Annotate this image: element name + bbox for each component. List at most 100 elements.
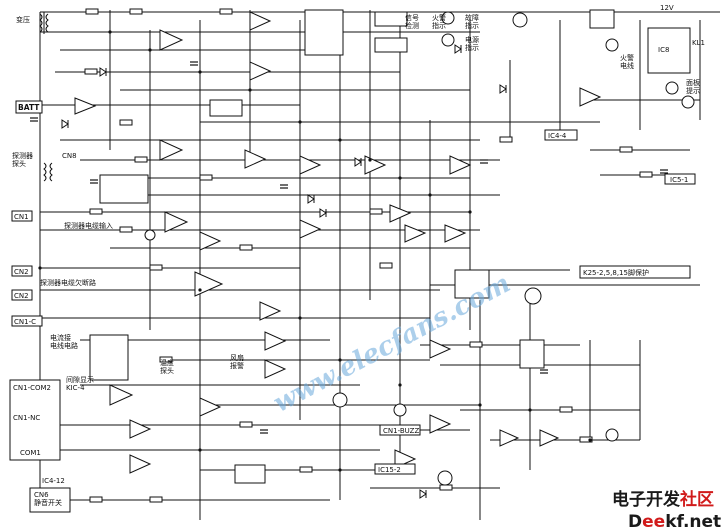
op-amp-ic25 <box>429 414 452 434</box>
label-cn1-nc: CN1-NC <box>13 414 40 422</box>
op-amp-ic6 <box>244 149 267 169</box>
ic-k13 <box>589 9 615 29</box>
op-amp-ic16 <box>194 271 224 297</box>
op-amp-ic26 <box>499 429 520 447</box>
label-ic15-2: IC15-2 <box>378 466 401 474</box>
watermark-en-1: D <box>628 512 642 532</box>
op-amp-ic13 <box>389 204 412 223</box>
op-amp-ic10 <box>164 211 189 233</box>
op-amp-ic8 <box>364 155 387 175</box>
label-signal-in: 信号检测 <box>405 13 419 30</box>
transistor-fan <box>524 287 542 305</box>
label-com1: COM1 <box>20 449 41 457</box>
capacitors <box>30 61 668 434</box>
label-ic4-4: IC4-4 <box>548 132 567 140</box>
led-power <box>441 33 455 47</box>
ic-gate-a <box>374 11 408 27</box>
diodes <box>61 44 507 499</box>
label-temp-sensor: 温度探头 <box>160 358 174 375</box>
op-amp-ic23 <box>129 454 152 474</box>
watermark-corner: 电子开发社区 Deekf.net <box>612 489 721 532</box>
op-amp-ic4 <box>249 61 272 81</box>
label-ic5-1: IC5-1 <box>670 176 688 184</box>
label-fire-detect: 火警电线 <box>620 53 634 70</box>
label-k25-protect: K25-2,5,8,15脚保护 <box>583 268 649 277</box>
label-transformer: 变压 <box>16 15 30 24</box>
label-cn1-buzz: CN1-BUZZ <box>383 427 419 435</box>
ic-probe-amp <box>99 174 149 204</box>
label-power-indicator: 电源指示 <box>465 35 479 52</box>
op-amp-ic28 <box>579 87 602 107</box>
op-amp-ic24 <box>429 339 452 359</box>
op-amp-ic17 <box>259 301 282 321</box>
transistor-q6 <box>605 428 619 442</box>
transistor-q2 <box>605 38 619 52</box>
op-amp-ic12 <box>299 219 322 239</box>
ic-ic1 <box>89 334 129 381</box>
label-fault-indicator: 故障指示 <box>465 13 479 30</box>
svg-text:Deekf.net: Deekf.net <box>628 512 721 532</box>
label-probe-head: 探测器探头 <box>12 151 33 168</box>
label-kl1: KL1 <box>692 39 705 47</box>
watermark-cn-1: 电子开发 <box>612 489 681 510</box>
led-panel <box>665 81 679 95</box>
schematic-labels: 变压 BATT 探测器探头 CN8 CN1 探测器电缆输入 CN2 CN2 探测… <box>12 4 705 507</box>
label-wind-speed: 电流接电线电路 <box>50 333 78 350</box>
watermark-en-2: ee <box>642 512 665 532</box>
op-amp-ic15 <box>444 224 467 243</box>
label-cn2-top: CN2 <box>14 268 29 276</box>
ic-k26 <box>519 339 545 369</box>
label-cn1-1: CN1 <box>14 213 29 221</box>
op-amp-ic19 <box>264 359 287 379</box>
label-fire-fault: 风扇报警 <box>230 353 244 370</box>
ic-blocks <box>89 9 691 484</box>
resistors <box>84 8 653 503</box>
op-amp-ic7 <box>299 155 322 175</box>
watermark-en-3: kf <box>665 512 684 532</box>
svg-text:电子开发社区: 电子开发社区 <box>612 489 714 510</box>
label-fire-alarm: 火警指示 <box>432 13 446 30</box>
ic-gate-c <box>209 99 243 117</box>
op-amp-ic9 <box>449 155 472 175</box>
label-cn1-com2: CN1-COM2 <box>13 384 51 392</box>
op-amp-ic11 <box>199 231 222 251</box>
label-12v: 12V <box>660 4 674 12</box>
label-cn8: CN8 <box>62 152 77 160</box>
label-batt: BATT <box>18 103 40 112</box>
transistor-q4 <box>332 392 348 408</box>
ic-gate-b <box>374 37 408 53</box>
label-cn2-mid: CN2 <box>14 292 29 300</box>
op-amp-ic18 <box>264 331 287 351</box>
op-amp-ic21 <box>199 397 222 417</box>
op-amp-ic14 <box>404 224 427 243</box>
ic-flipflop-top <box>304 9 344 56</box>
label-cn1-c: CN1-C <box>14 318 36 326</box>
led-fault <box>441 11 455 25</box>
label-ic4-12: IC4-12 <box>42 477 65 485</box>
led-alarm <box>393 403 407 417</box>
ic-gate-d <box>234 464 266 484</box>
transistors <box>144 11 695 486</box>
watermark-en-4: .net <box>683 512 721 532</box>
transistor-q5 <box>437 470 453 486</box>
label-panel-light: 面板提示 <box>686 78 700 95</box>
label-probe-wire-disconnect: 探测器电缆欠断路 <box>40 278 96 287</box>
op-amp-ic5 <box>159 139 184 161</box>
transformer-symbol <box>39 12 53 182</box>
label-ic8: IC8 <box>658 46 669 54</box>
op-amp-ic3 <box>249 11 272 31</box>
ic-k25 <box>454 269 490 299</box>
connector-boxes <box>9 100 696 513</box>
transistor-q3 <box>681 95 695 109</box>
watermark-cn-2: 社区 <box>679 489 714 510</box>
ic-ic8 <box>647 27 691 74</box>
pot-vr1 <box>144 229 156 241</box>
op-amp-ic2a <box>74 97 97 115</box>
op-amp-ic27 <box>539 429 560 447</box>
label-probe-wire-input: 探测器电缆输入 <box>64 221 113 230</box>
op-amp-ic22 <box>129 419 152 439</box>
junctions <box>38 30 592 472</box>
